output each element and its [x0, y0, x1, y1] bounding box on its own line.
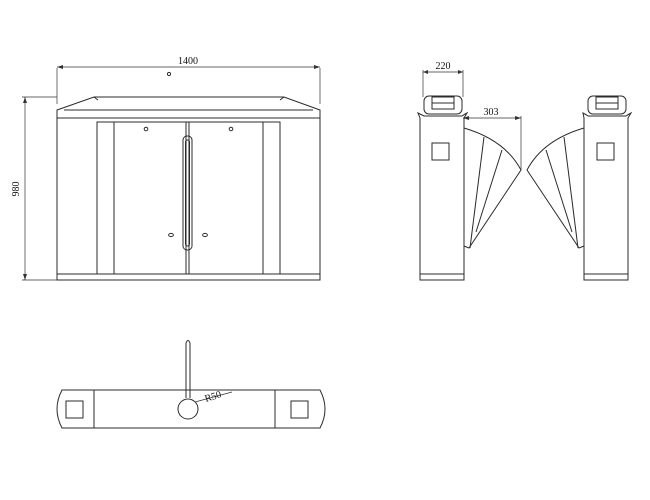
radius-label: R50 [204, 389, 223, 405]
front-view: 1400 980 [11, 56, 321, 281]
side-view: 220 303 [417, 61, 633, 281]
side-left-flap [463, 127, 522, 249]
side-right-sensor [596, 142, 615, 161]
front-width-dimension: 1400 [56, 56, 321, 104]
side-flap-label: 303 [484, 107, 499, 118]
top-left-sensor [65, 400, 84, 419]
side-flap-dimension: 303 [463, 107, 522, 170]
front-left-column [96, 121, 115, 275]
front-body [56, 117, 321, 281]
front-right-column [262, 121, 281, 275]
front-width-label: 1400 [178, 56, 198, 67]
front-height-dimension: 980 [11, 96, 57, 281]
side-right-column [526, 95, 633, 281]
side-right-flap [526, 127, 585, 249]
top-body [56, 389, 326, 429]
top-arm [185, 340, 191, 398]
front-height-label: 980 [11, 182, 22, 197]
front-top-marker [166, 71, 172, 77]
radius-leader [194, 391, 233, 403]
side-left-sensor [431, 142, 450, 161]
side-width-label: 220 [436, 61, 451, 72]
side-left-column [417, 95, 522, 281]
top-pivot-circle [177, 398, 199, 420]
top-view: R50 [56, 340, 326, 429]
side-width-dimension: 220 [422, 61, 464, 97]
front-door-handle [182, 135, 193, 251]
top-right-sensor [290, 400, 309, 419]
